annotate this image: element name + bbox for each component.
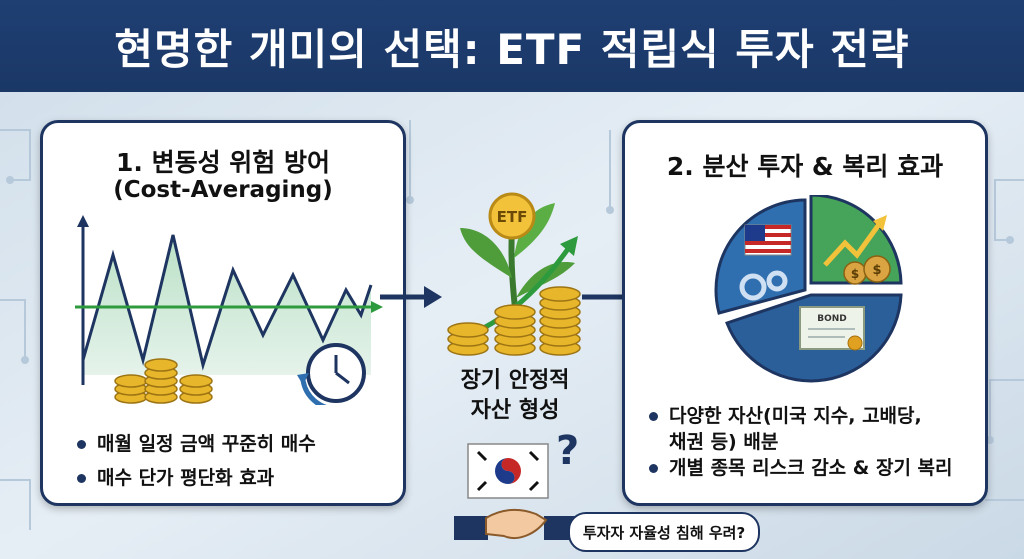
list-item: 매월 일정 금액 꾸준히 매수 [75,431,316,457]
volatility-defense-card: 1. 변동성 위험 방어 (Cost-Averaging) [40,120,406,506]
growth-arrow-icon [823,215,887,267]
handshake-icon [454,508,578,540]
coin-stack-icon [114,358,213,404]
page-header: 현명한 개미의 선택: ETF 적립식 투자 전략 [0,0,1024,92]
etf-coin [488,192,536,240]
svg-text:$: $ [872,263,881,278]
svg-text:ETF: ETF [497,208,528,226]
right-card-title: 2. 분산 투자 & 복리 효과 [666,152,944,181]
question-mark: ? [556,428,579,474]
money-bag-icon: $ $ [843,255,891,285]
list-item: 다양한 자산(미국 지수, 고배당,채권 등) 배분 [647,403,977,455]
plant-icon: ETF [447,192,581,356]
flag-us-icon [744,224,792,256]
korea-handshake-illustration: ? [454,428,579,540]
price-area [83,235,371,375]
svg-text:$: $ [851,267,859,281]
gears-icon [739,270,788,301]
center-caption-line1: 장기 안정적 [460,368,570,393]
center-caption: 장기 안정적 자산 형성 [420,366,610,426]
page-title: 현명한 개미의 선택: ETF 적립식 투자 전략 [114,24,910,74]
list-item: 개별 종목 리스크 감소 & 장기 복리 [647,455,977,481]
cost-averaging-graph [75,215,383,405]
asset-allocation-pie: $ $ BOND [714,195,903,383]
bubble-text: 투자자 자율성 침해 우려? [582,523,746,542]
flag-korea-icon [467,443,549,499]
left-bullet-list: 매월 일정 금액 꾸준히 매수 매수 단가 평단화 효과 [75,431,316,499]
price-line [81,234,373,371]
arrow-right-icon [380,286,442,308]
svg-text:BOND: BOND [817,314,847,324]
list-item: 매수 단가 평단화 효과 [75,465,316,491]
center-caption-line2: 자산 형성 [470,398,560,423]
concern-speech-bubble: 투자자 자율성 침해 우려? [568,512,760,552]
right-bullet-list: 다양한 자산(미국 지수, 고배당,채권 등) 배분 개별 종목 리스크 감소 … [647,403,977,489]
bond-certificate-icon: BOND [799,306,865,351]
diversification-card: 2. 분산 투자 & 복리 효과 $ $ BOND [622,120,988,506]
left-card-title: 1. 변동성 위험 방어 [115,148,330,177]
clock-icon [297,343,366,405]
left-card-subtitle: (Cost-Averaging) [113,177,333,203]
